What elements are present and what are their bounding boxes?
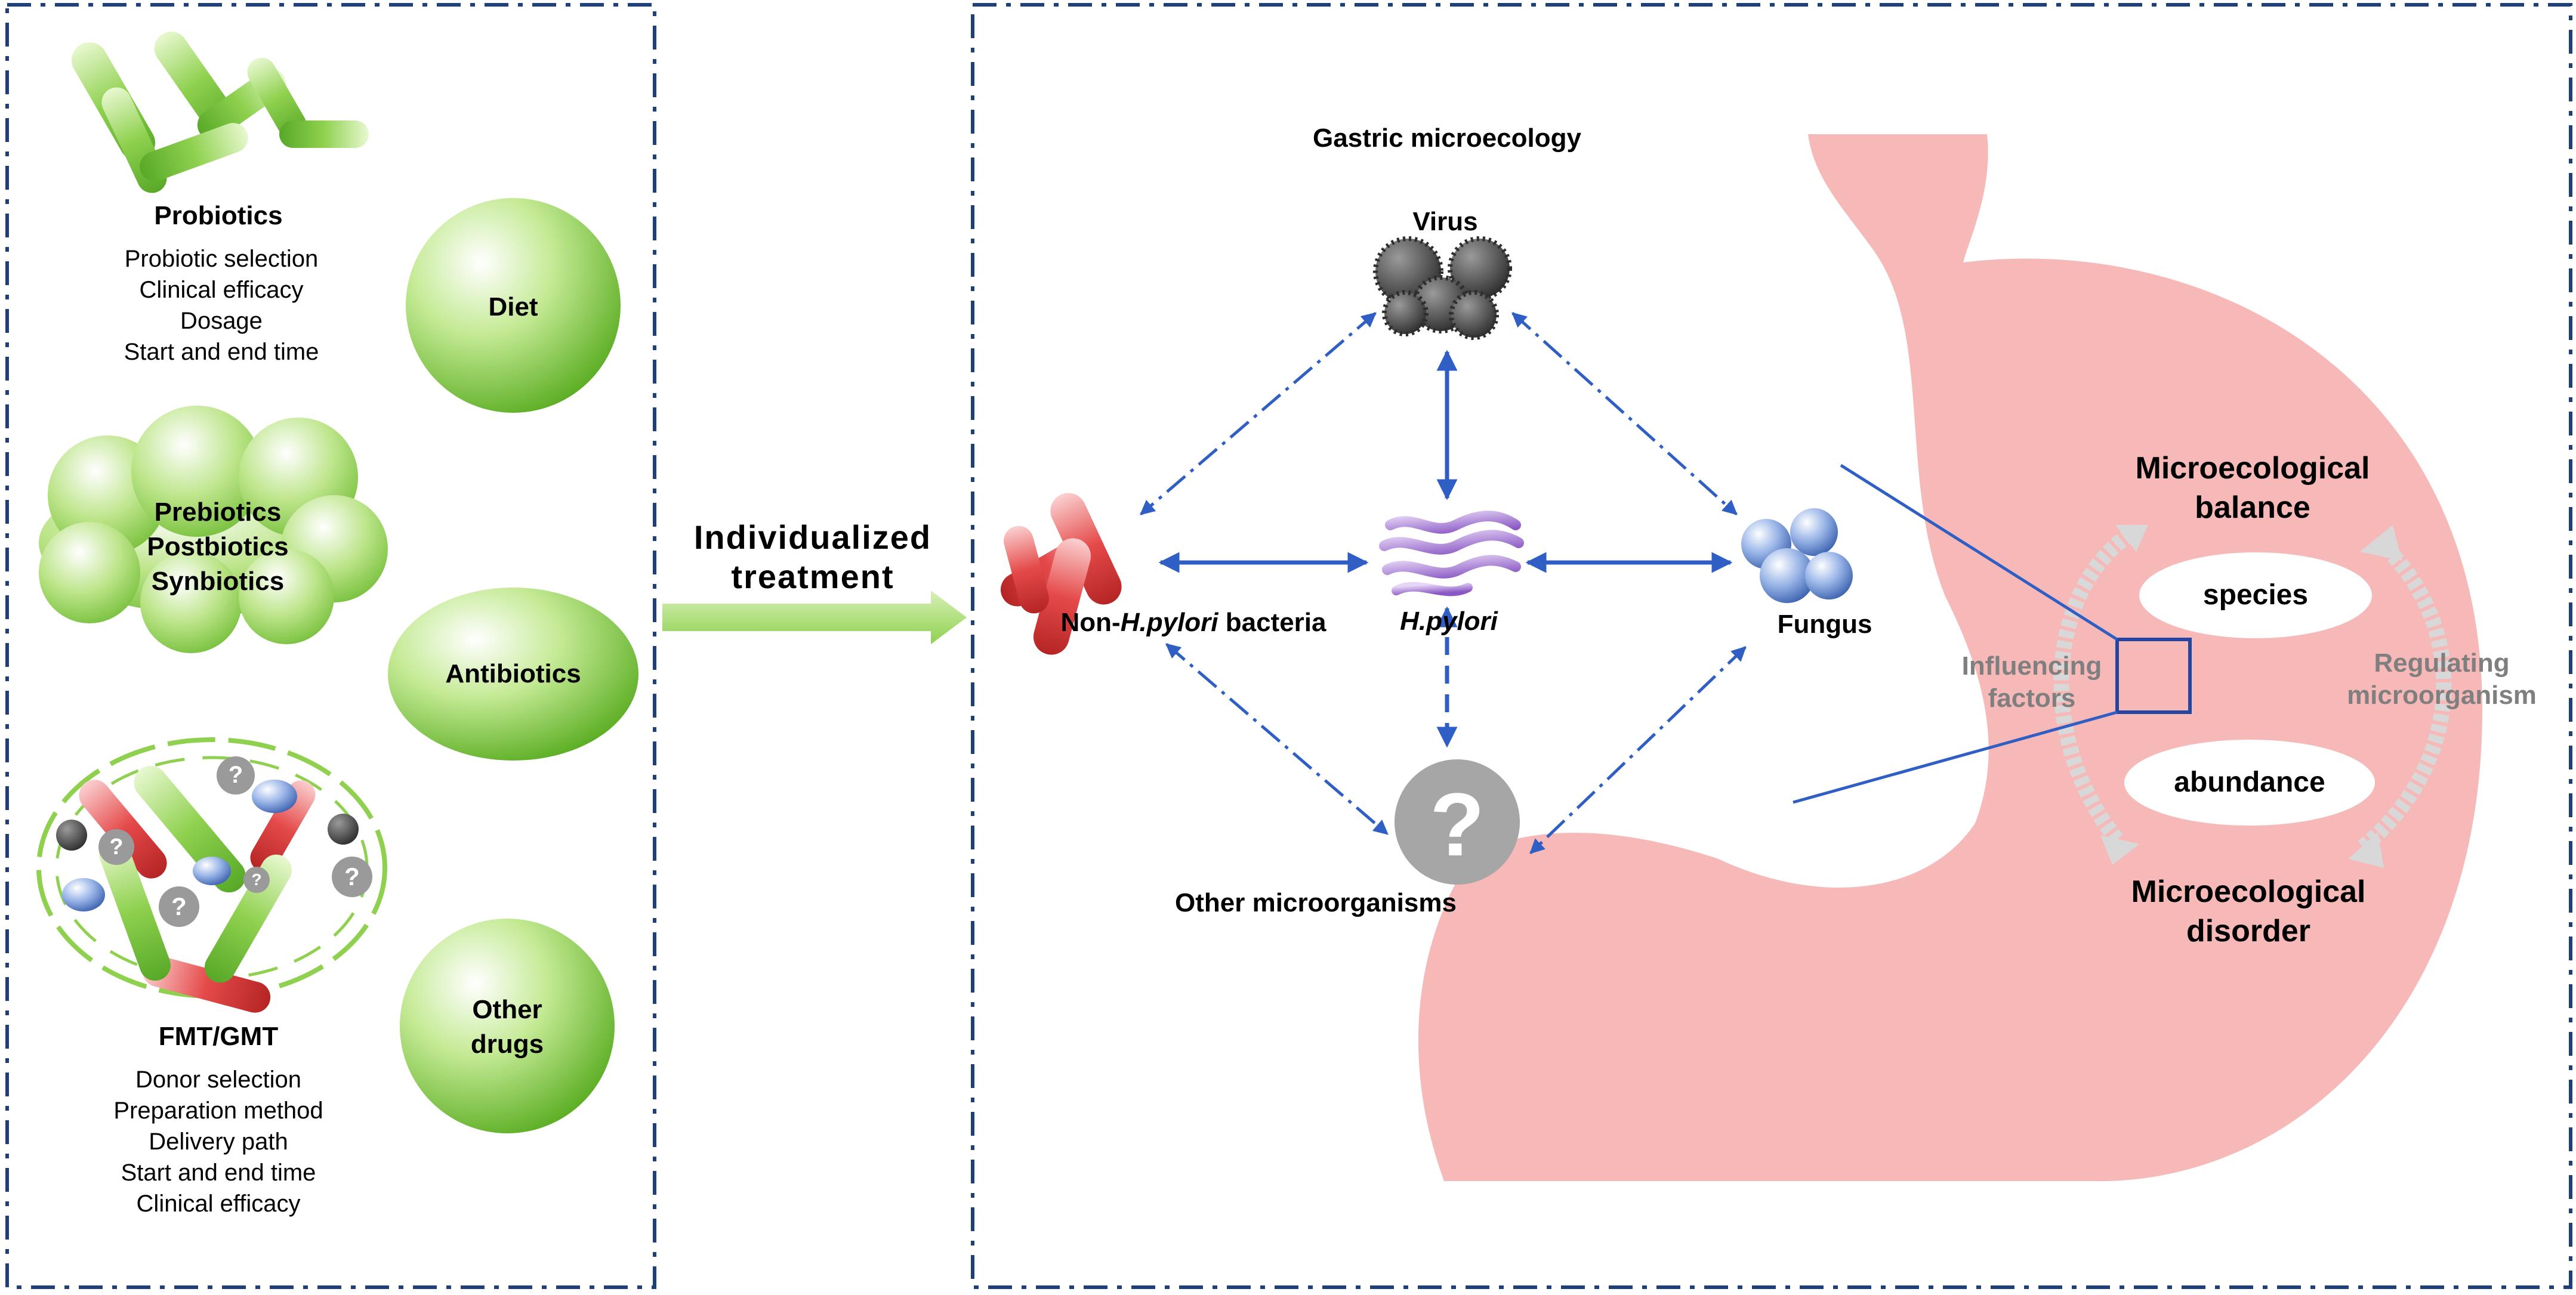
synbiotics-label: Synbiotics (151, 567, 285, 596)
disorder-line: disorder (2186, 914, 2311, 948)
cycle-arrowhead-top-left (2115, 525, 2148, 552)
disorder-line: Microecological (2131, 874, 2366, 909)
non-hpylori-species: H.pylori (1120, 608, 1218, 637)
fmt-item: Preparation method (113, 1098, 323, 1124)
other-microorganisms-label: Other microorganisms (1175, 888, 1457, 917)
diet-label: Diet (488, 292, 538, 322)
probiotics-rods-icon (72, 32, 369, 193)
fungus-icon (1741, 508, 1853, 603)
non-hpylori-label: Non-H.pylori bacteria (1061, 610, 1326, 636)
hpylori-icon (1379, 511, 1524, 596)
arrow-virus-nonhp (1140, 312, 1377, 515)
regulating-line: Regulating (2374, 648, 2510, 678)
other-microorganisms-icon (1395, 759, 1520, 885)
cycle-arrowhead-top-right (2360, 525, 2402, 561)
svg-text:?: ? (229, 762, 243, 788)
fmt-item: Start and end time (121, 1160, 316, 1186)
interaction-arrows (1140, 312, 1747, 854)
zoom-line-bottom (1793, 710, 2118, 804)
other-drugs-ball (400, 919, 615, 1133)
influencing-line: Influencing (1961, 651, 2102, 681)
gastric-microecology-title: Gastric microecology (1313, 123, 1581, 153)
probiotics-item: Clinical efficacy (139, 277, 304, 303)
species-label: species (2202, 579, 2309, 611)
hpylori-label: H.pylori (1400, 607, 1498, 636)
zoom-box (2115, 638, 2192, 714)
cycle-arrows (2053, 527, 2452, 854)
individualized-treatment-label: Individualized treatment (694, 518, 931, 596)
probiotics-item: Dosage (180, 308, 263, 334)
influencing-factors-label: Influencing factors (1962, 650, 2102, 715)
influencing-line: factors (1988, 684, 2076, 713)
probiotics-title: Probiotics (154, 201, 283, 230)
diet-ball (406, 198, 621, 413)
svg-text:?: ? (344, 863, 360, 891)
right-panel-frame (971, 3, 2572, 1289)
other-drugs-line: Other (472, 995, 542, 1024)
probiotics-item: Probiotic selection (124, 246, 319, 272)
cycle-arrowhead-bottom-left (2100, 835, 2139, 865)
fmt-list: Donor selection Preparation method Deliv… (113, 1064, 323, 1219)
balance-line: Microecological (2135, 451, 2370, 486)
left-panel-frame (5, 3, 656, 1289)
cycle-arrowhead-bottom-right (2348, 832, 2384, 868)
prebiotics-label: Prebiotics (154, 497, 282, 527)
non-hpylori-suffix: bacteria (1225, 608, 1326, 637)
other-drugs-label: Other drugs (471, 993, 544, 1062)
antibiotics-label: Antibiotics (445, 659, 581, 688)
other-drugs-line: drugs (470, 1030, 544, 1059)
balance-line: balance (2195, 490, 2310, 525)
svg-text:?: ? (109, 835, 123, 860)
arrow-virus-fungus (1511, 312, 1738, 515)
svg-text:?: ? (171, 892, 187, 920)
arrow-label-line: Individualized (693, 518, 932, 556)
microecological-disorder-label: Microecological disorder (2131, 872, 2366, 951)
zoom-line-top (1840, 463, 2118, 641)
species-ellipse (2139, 552, 2372, 638)
virus-icon (1373, 236, 1512, 340)
virus-label: Virus (1412, 207, 1478, 236)
fmt-item: Delivery path (149, 1129, 288, 1155)
arrow-nonhp-other (1165, 643, 1389, 835)
non-hpylori-prefix: Non- (1060, 608, 1121, 637)
question-mark-glyph: ? (1430, 774, 1485, 874)
postbiotics-label: Postbiotics (147, 532, 289, 561)
stomach-shape (1418, 134, 2482, 1182)
individualized-treatment-arrow (662, 591, 967, 644)
non-hpylori-bacteria-icon (1000, 493, 1122, 655)
arrow-fungus-other (1529, 646, 1747, 854)
abundance-ellipse (2124, 740, 2375, 826)
microecological-balance-label: Microecological balance (2136, 449, 2370, 527)
fmt-item: Donor selection (135, 1067, 301, 1093)
fungus-label: Fungus (1777, 610, 1872, 639)
biotics-cloud (39, 406, 388, 653)
biotics-cloud-labels: Prebiotics Postbiotics Synbiotics (147, 495, 288, 599)
fmt-title: FMT/GMT (158, 1022, 279, 1051)
arrow-label-line: treatment (731, 558, 894, 595)
antibiotics-ellipse (388, 588, 638, 761)
fmt-item: Clinical efficacy (136, 1191, 301, 1217)
regulating-microorganism-label: Regulating microorganism (2347, 647, 2537, 712)
fmt-microbe-mixture-icon: ? ? ? ? ? (36, 737, 387, 1013)
abundance-label: abundance (2174, 767, 2325, 798)
svg-text:?: ? (251, 870, 261, 889)
regulating-line: microorganism (2347, 681, 2537, 710)
probiotics-item: Start and end time (124, 339, 319, 365)
probiotics-list: Probiotic selection Clinical efficacy Do… (124, 243, 319, 367)
